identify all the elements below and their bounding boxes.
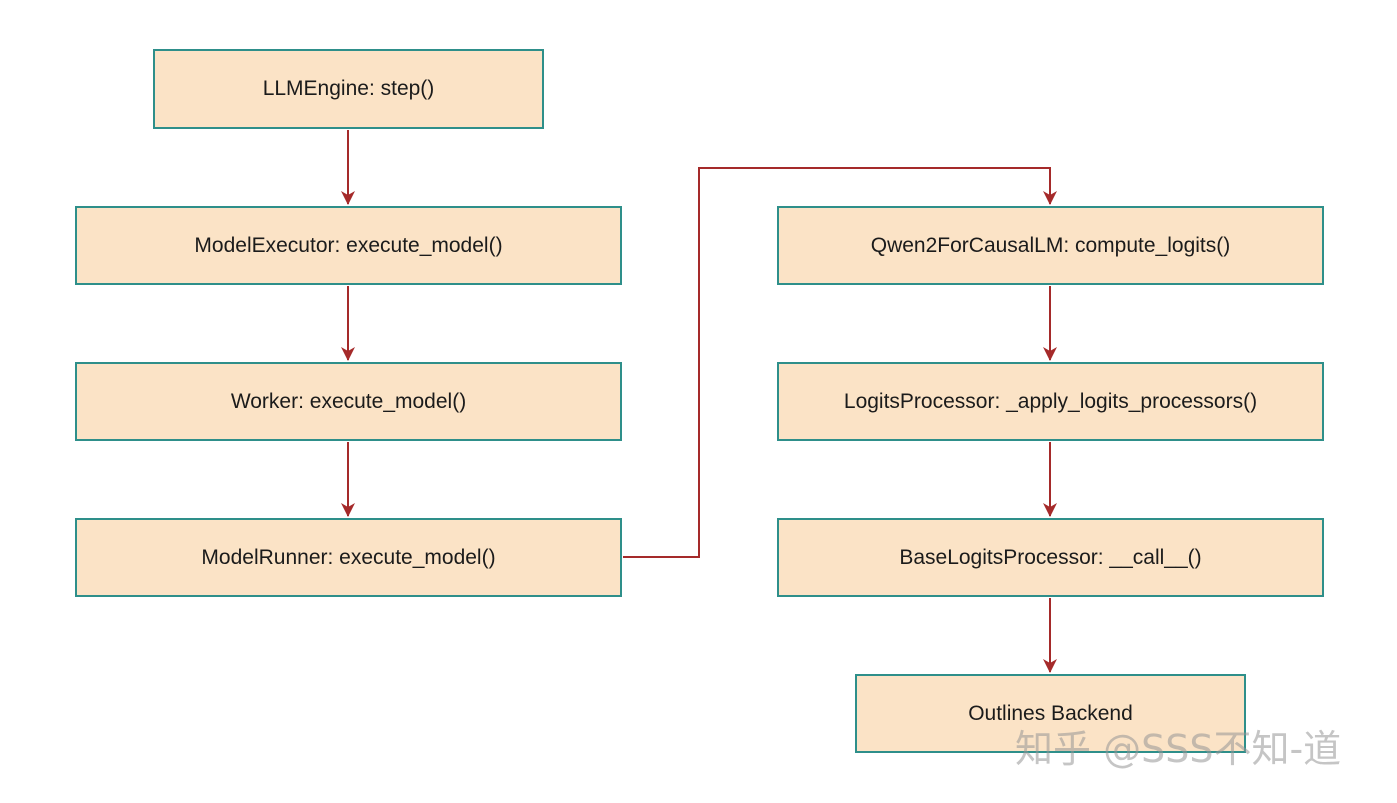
node-llm-engine: LLMEngine: step() xyxy=(153,49,544,129)
node-worker: Worker: execute_model() xyxy=(75,362,622,441)
node-outlines-backend: Outlines Backend xyxy=(855,674,1246,753)
node-label: ModelRunner: execute_model() xyxy=(201,545,496,569)
node-base-logits-processor: BaseLogitsProcessor: __call__() xyxy=(777,518,1324,597)
watermark: 知乎 @SSS不知-道 xyxy=(1015,727,1342,771)
node-qwen2-for-causal-lm: Qwen2ForCausalLM: compute_logits() xyxy=(777,206,1324,285)
node-label: LLMEngine: step() xyxy=(262,77,435,100)
node-label: Outlines Backend xyxy=(968,701,1133,725)
node-model-executor: ModelExecutor: execute_model() xyxy=(75,206,622,285)
edge-model-runner-to-qwen2 xyxy=(623,167,1057,558)
node-label: Worker: execute_model() xyxy=(230,389,467,413)
node-label: LogitsProcessor: _apply_logits_processor… xyxy=(843,389,1258,413)
node-logits-processor: LogitsProcessor: _apply_logits_processor… xyxy=(777,362,1324,441)
node-label: Qwen2ForCausalLM: compute_logits() xyxy=(870,233,1231,257)
node-model-runner: ModelRunner: execute_model() xyxy=(75,518,622,597)
node-label: ModelExecutor: execute_model() xyxy=(194,233,503,257)
node-label: BaseLogitsProcessor: __call__() xyxy=(899,545,1202,569)
